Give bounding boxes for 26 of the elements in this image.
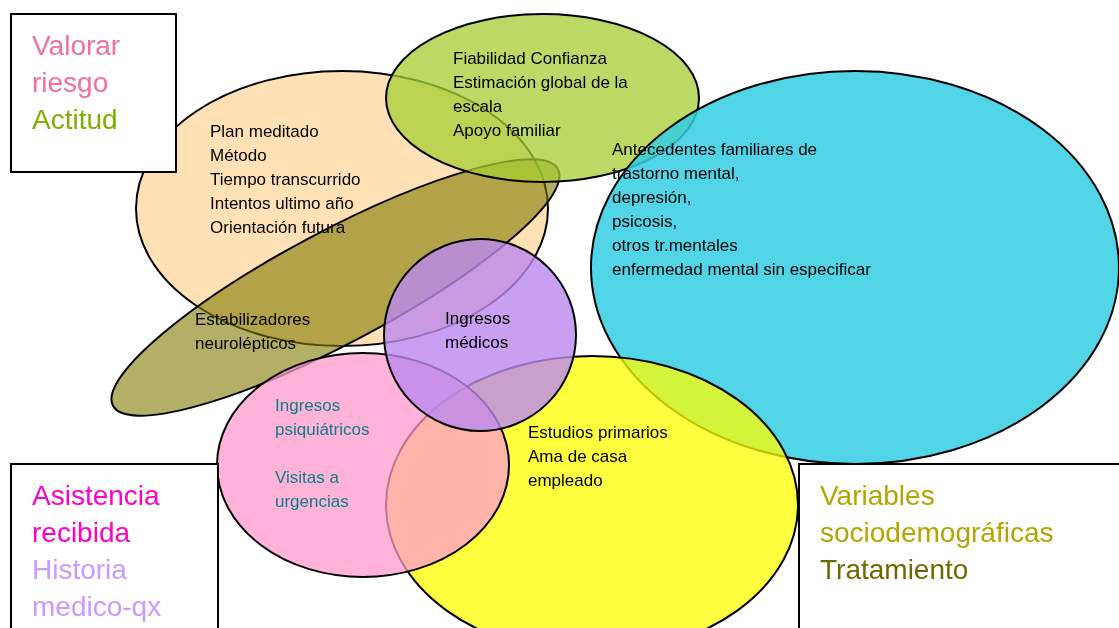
item-text: Ingresos psiquiátricos xyxy=(275,395,371,441)
item-text: enfermedad mental sin especificar xyxy=(612,259,872,281)
category-heading: Valorar riesgo xyxy=(32,29,122,100)
item-text: psicosis, xyxy=(612,211,679,233)
category-heading: Historia medico-qx xyxy=(32,553,163,624)
legend-box xyxy=(10,13,177,173)
category-heading: Variables sociodemográficas xyxy=(820,479,1055,550)
category-heading: Tratamiento xyxy=(820,553,970,587)
item-text: Fiabilidad Confianza xyxy=(453,48,609,70)
item-text: otros tr.mentales xyxy=(612,235,739,257)
item-text: Plan meditado xyxy=(210,121,320,143)
item-text: Método xyxy=(210,145,268,167)
category-heading: Asistencia recibida xyxy=(32,479,161,550)
item-text: Estimación global de la escala xyxy=(453,72,629,118)
legend-box xyxy=(10,463,219,628)
item-text: Ama de casa xyxy=(528,446,629,468)
item-text: empleado xyxy=(528,470,604,492)
item-text: Tiempo transcurrido xyxy=(210,169,362,191)
item-text: depresión, xyxy=(612,187,693,209)
item-text: Visitas a urgencias xyxy=(275,467,350,513)
item-text: Intentos ultimo año xyxy=(210,193,355,215)
item-text: Apoyo familiar xyxy=(453,120,562,142)
legend-box xyxy=(798,463,1119,628)
category-heading: Actitud xyxy=(32,103,119,137)
item-text: Ingresos médicos xyxy=(445,308,512,354)
item-text: Estudios primarios xyxy=(528,422,669,444)
